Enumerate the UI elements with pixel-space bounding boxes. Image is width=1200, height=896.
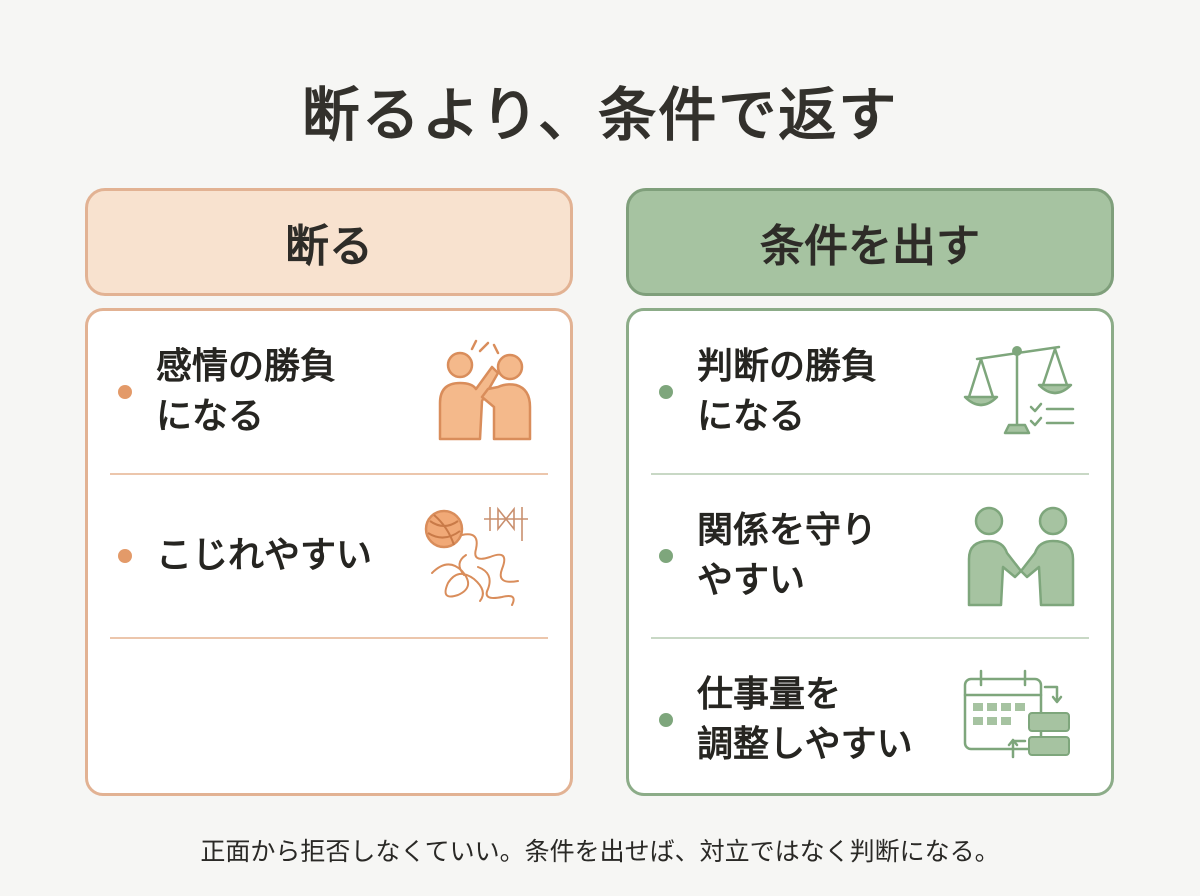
list-item: 関係を守り やすい	[629, 475, 1111, 637]
item-text: 仕事量を 調整しやすい	[697, 674, 913, 765]
list-item: 感情の勝負 になる	[88, 311, 570, 473]
list-item: 判断の勝負 になる	[629, 311, 1111, 473]
calendar-adjust-icon	[959, 665, 1083, 775]
bullet-dot	[118, 385, 132, 399]
divider	[651, 473, 1089, 475]
footer-caption: 正面から拒否しなくていい。条件を出せば、対立ではなく判断になる。	[200, 837, 1000, 866]
divider	[651, 637, 1089, 639]
refuse-header: 断る	[85, 188, 573, 296]
refuse-card: 感情の勝負 になる	[85, 308, 573, 796]
bullet-dot	[659, 385, 673, 399]
bullet-dot	[659, 713, 673, 727]
item-text: 判断の勝負 になる	[697, 346, 878, 437]
arguing-people-icon	[418, 337, 542, 447]
handshake-icon	[959, 501, 1083, 611]
tangled-yarn-icon	[418, 501, 542, 611]
bullet-dot	[118, 549, 132, 563]
divider	[110, 637, 548, 639]
list-item: こじれやすい	[88, 475, 570, 637]
bullet-dot	[659, 549, 673, 563]
divider	[110, 473, 548, 475]
list-item: 仕事量を 調整しやすい	[629, 639, 1111, 801]
balance-scale-icon	[959, 337, 1083, 447]
item-text: 関係を守り やすい	[697, 510, 878, 601]
conditions-header: 条件を出す	[626, 188, 1114, 296]
conditions-column: 条件を出す 判断の勝負 になる	[626, 188, 1114, 796]
page-title: 断るより、条件で返す	[301, 81, 899, 149]
item-text: こじれやすい	[156, 535, 373, 576]
refuse-column: 断る 感情の勝負 になる	[85, 188, 573, 796]
item-text: 感情の勝負 になる	[156, 346, 337, 437]
conditions-card: 判断の勝負 になる	[626, 308, 1114, 796]
